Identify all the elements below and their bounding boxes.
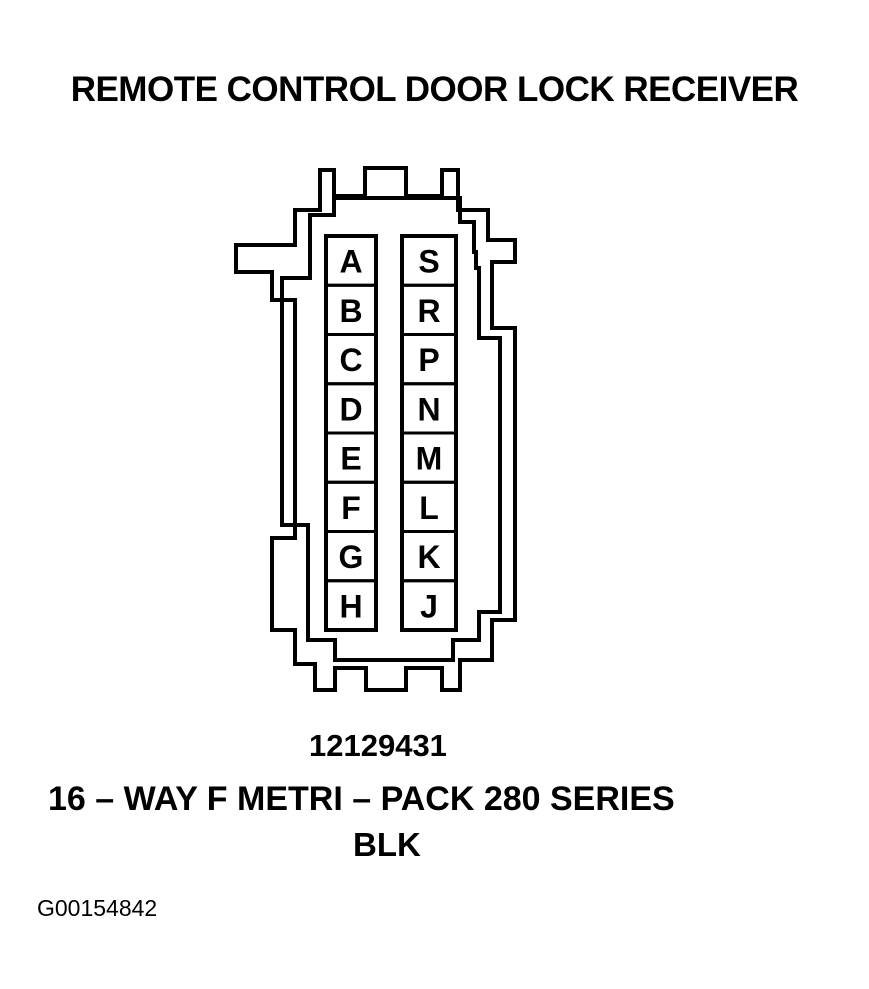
pin-label: K — [417, 539, 440, 575]
pin-label: R — [417, 293, 440, 329]
pin-cell — [400, 579, 458, 632]
pin-label: P — [418, 342, 439, 378]
pin-label: A — [339, 244, 362, 280]
figure-id: G00154842 — [37, 895, 158, 921]
diagram-title: REMOTE CONTROL DOOR LOCK RECEIVER — [70, 70, 799, 109]
part-number: 12129431 — [309, 728, 447, 763]
pin-label: H — [339, 588, 362, 624]
pin-label: M — [416, 441, 443, 477]
pin-label: D — [339, 391, 362, 427]
pin-cell — [324, 579, 378, 632]
pin-label: N — [417, 391, 440, 427]
pin-label: L — [419, 490, 439, 526]
connector-description: 16 – WAY F METRI – PACK 280 SERIES — [48, 780, 675, 818]
connector-housing-inner — [280, 196, 502, 662]
pin-label: F — [341, 490, 361, 526]
pin-label: J — [420, 588, 438, 624]
pin-label: E — [340, 441, 361, 477]
pin-label: S — [418, 244, 439, 280]
connector-housing-outline — [234, 166, 517, 692]
pin-label: C — [339, 342, 362, 378]
connector-color: BLK — [353, 826, 421, 863]
pin-label: G — [339, 539, 364, 575]
pin-label: B — [339, 293, 362, 329]
